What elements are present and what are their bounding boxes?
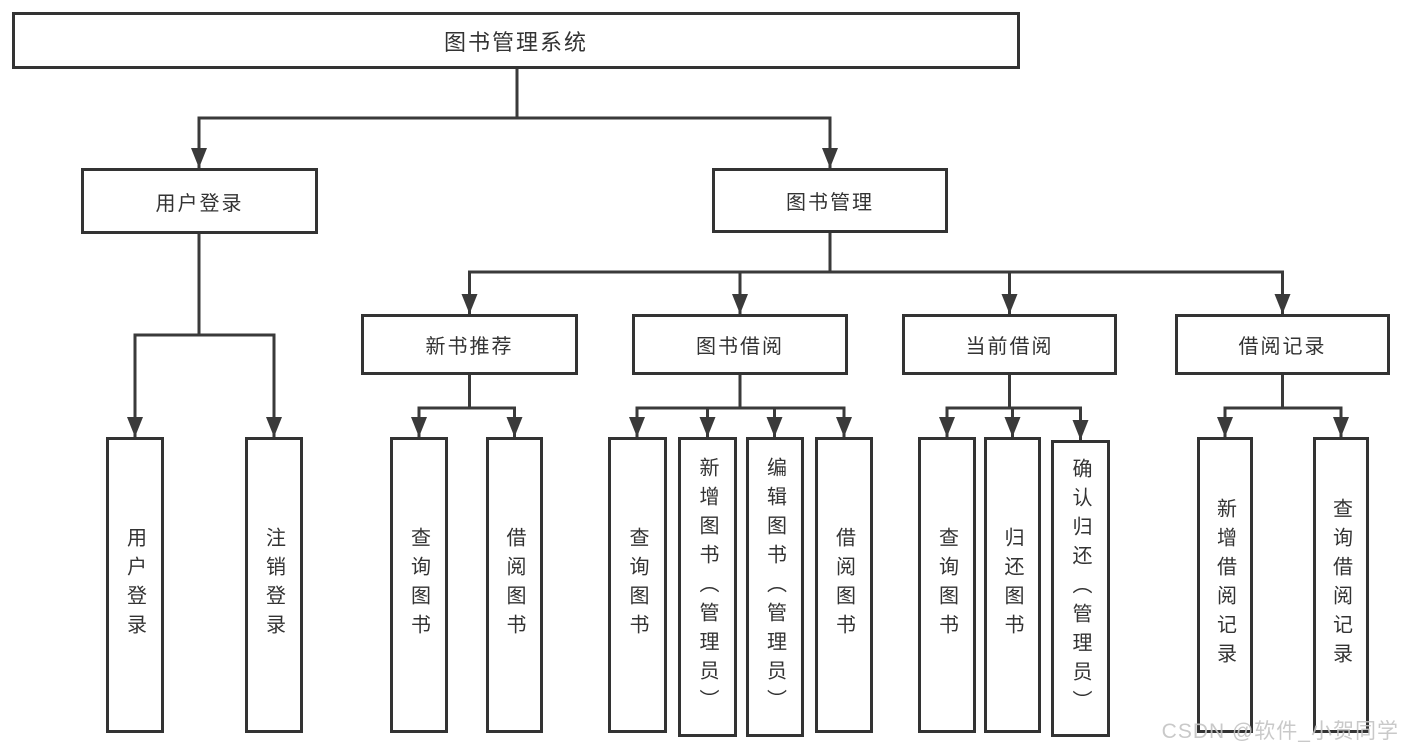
csdn-watermark: CSDN @软件_小贺同学 — [1161, 720, 1399, 743]
connector-new-book-recommend — [411, 375, 523, 437]
connector-root — [191, 69, 838, 168]
leaf-edit-books-admin: 编辑图书（管理员） — [746, 437, 804, 737]
leaf-query-books-current: 查询图书 — [918, 437, 976, 733]
leaf-query-books-borrow: 查询图书 — [608, 437, 667, 733]
node-borrow-records: 借阅记录 — [1175, 314, 1390, 375]
leaf-confirm-return-admin: 确认归还（管理员） — [1051, 440, 1110, 737]
leaf-user-login: 用户登录 — [106, 437, 164, 733]
connector-book-borrow — [629, 375, 852, 437]
connector-book-management — [461, 233, 1291, 314]
node-new-book-recommend: 新书推荐 — [361, 314, 578, 375]
leaf-query-books-recommend: 查询图书 — [390, 437, 448, 733]
node-current-borrow: 当前借阅 — [902, 314, 1117, 375]
connector-borrow-records — [1217, 375, 1349, 437]
connector-current-borrow — [939, 375, 1089, 440]
node-book-management: 图书管理 — [712, 168, 948, 233]
leaf-borrow-books-recommend: 借阅图书 — [486, 437, 543, 733]
leaf-borrow-books: 借阅图书 — [815, 437, 873, 733]
leaf-return-books: 归还图书 — [984, 437, 1041, 733]
leaf-add-books-admin: 新增图书（管理员） — [678, 437, 737, 737]
node-library-management-system: 图书管理系统 — [12, 12, 1020, 69]
leaf-query-borrow-record: 查询借阅记录 — [1313, 437, 1369, 733]
connector-user-login — [127, 234, 282, 437]
node-user-login: 用户登录 — [81, 168, 318, 234]
leaf-add-borrow-record: 新增借阅记录 — [1197, 437, 1253, 733]
leaf-logout: 注销登录 — [245, 437, 303, 733]
node-book-borrow: 图书借阅 — [632, 314, 848, 375]
